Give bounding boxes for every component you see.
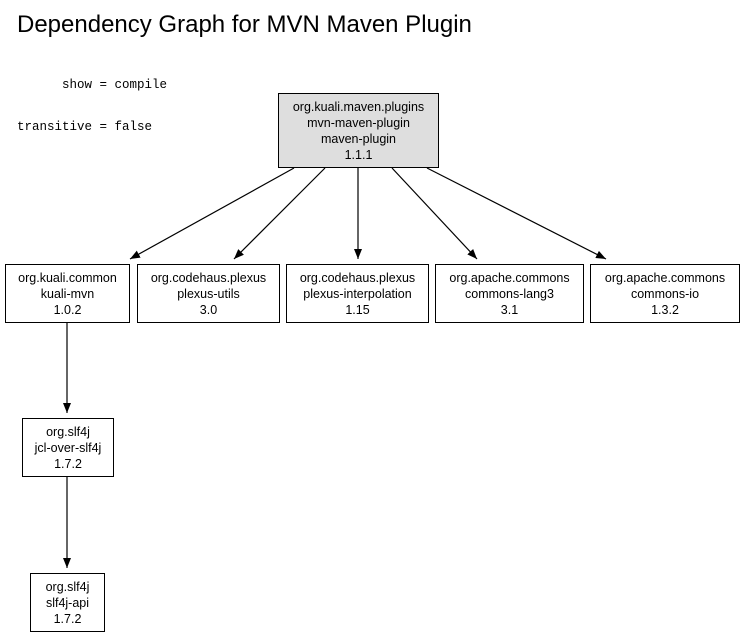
edge-root-to-kuali-mvn (129, 167, 295, 260)
node-plexus-utils[interactable]: org.codehaus.plexus plexus-utils 3.0 (137, 264, 280, 323)
node-group: org.codehaus.plexus (299, 270, 416, 285)
node-artifact: mvn-maven-plugin (307, 115, 410, 130)
node-version: 1.7.2 (54, 456, 82, 471)
node-group: org.kuali.maven.plugins (292, 99, 425, 114)
node-artifact: plexus-interpolation (303, 286, 412, 301)
node-version: 1.1.1 (344, 147, 373, 162)
node-slf4j-api[interactable]: org.slf4j slf4j-api 1.7.2 (30, 573, 105, 632)
node-commons-io[interactable]: org.apache.commons commons-io 1.3.2 (590, 264, 740, 323)
node-packaging: maven-plugin (320, 131, 397, 146)
edge-root-to-commons-lang3 (391, 167, 478, 260)
node-artifact: commons-lang3 (465, 286, 554, 301)
edge-root-to-commons-io (426, 167, 607, 260)
graph-title: Dependency Graph for MVN Maven Plugin (17, 11, 472, 38)
node-version: 3.0 (199, 302, 218, 317)
node-artifact: jcl-over-slf4j (34, 440, 102, 455)
node-artifact: kuali-mvn (40, 286, 95, 301)
node-jcl-over-slf4j[interactable]: org.slf4j jcl-over-slf4j 1.7.2 (22, 418, 114, 477)
param-transitive: transitive = false (17, 120, 153, 134)
node-version: 1.15 (345, 302, 370, 317)
node-group: org.slf4j (46, 424, 90, 439)
node-artifact: plexus-utils (177, 286, 240, 301)
node-group: org.apache.commons (449, 270, 570, 285)
node-group: org.kuali.common (18, 270, 117, 285)
edge-root-to-plexus-utils (233, 167, 326, 260)
node-version: 1.7.2 (53, 611, 82, 626)
node-group: org.codehaus.plexus (150, 270, 267, 285)
node-plexus-interpolation[interactable]: org.codehaus.plexus plexus-interpolation… (286, 264, 429, 323)
param-show: show = compile (17, 78, 168, 92)
node-version: 1.3.2 (651, 302, 679, 317)
node-mvn-maven-plugin[interactable]: org.kuali.maven.plugins mvn-maven-plugin… (278, 93, 439, 168)
node-group: org.slf4j (45, 579, 90, 594)
node-version: 3.1 (500, 302, 519, 317)
graph-parameters: show = compile transitive = false (17, 50, 167, 148)
node-artifact: commons-io (630, 286, 700, 301)
node-version: 1.0.2 (53, 302, 82, 317)
node-commons-lang3[interactable]: org.apache.commons commons-lang3 3.1 (435, 264, 584, 323)
node-artifact: slf4j-api (45, 595, 90, 610)
node-kuali-mvn[interactable]: org.kuali.common kuali-mvn 1.0.2 (5, 264, 130, 323)
node-group: org.apache.commons (604, 270, 726, 285)
